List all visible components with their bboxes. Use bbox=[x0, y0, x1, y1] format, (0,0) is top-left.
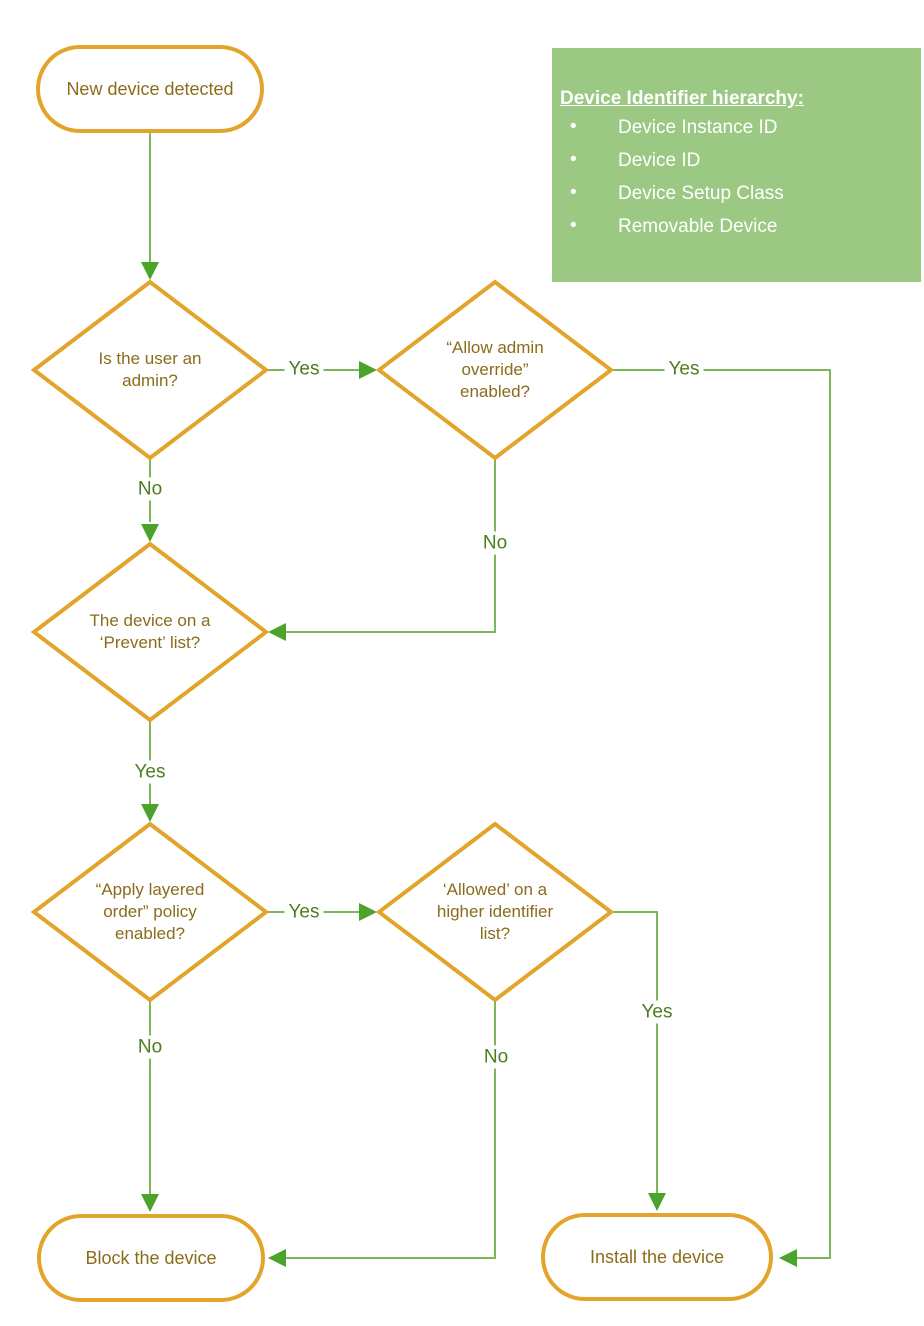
decision-layered-shape bbox=[30, 821, 270, 1003]
decision-admin-label: Is the user an admin? bbox=[98, 348, 202, 390]
info-box-item: Device Instance ID bbox=[560, 117, 911, 138]
edge-label-layered-no: No bbox=[133, 1035, 167, 1059]
connector-override-no-to-prevent bbox=[286, 458, 496, 633]
arrowhead-into-higher bbox=[359, 903, 377, 921]
edge-label-admin-yes: Yes bbox=[284, 357, 324, 381]
decision-higher-label: ‘Allowed’ on a higher identifier list? bbox=[436, 879, 554, 944]
arrowhead-into-block-top bbox=[141, 1194, 159, 1212]
decision-prevent-shape bbox=[30, 541, 270, 723]
info-box-item: Device ID bbox=[560, 150, 911, 171]
start-node-label: New device detected bbox=[66, 78, 234, 99]
arrowhead-into-block-right bbox=[268, 1249, 286, 1267]
decision-prevent-label: The device on a ‘Prevent’ list? bbox=[89, 610, 211, 652]
edge-label-higher-yes: Yes bbox=[637, 1000, 677, 1024]
decision-admin-shape bbox=[30, 279, 270, 461]
decision-override-label: “Allow admin override” enabled? bbox=[446, 337, 544, 402]
info-box-list: Device Instance ID Device ID Device Setu… bbox=[560, 117, 911, 237]
edge-label-override-yes: Yes bbox=[664, 357, 704, 381]
edge-label-layered-yes: Yes bbox=[284, 900, 324, 924]
start-node: New device detected bbox=[36, 45, 264, 133]
decision-override-shape bbox=[375, 279, 615, 461]
connector-override-yes-to-install bbox=[611, 369, 831, 1259]
arrowhead-into-override bbox=[359, 361, 377, 379]
info-box-item: Device Setup Class bbox=[560, 183, 911, 204]
edge-label-higher-no: No bbox=[479, 1045, 513, 1069]
arrowhead-into-layered bbox=[141, 804, 159, 822]
edge-label-override-no: No bbox=[478, 531, 512, 555]
info-box-item: Removable Device bbox=[560, 216, 911, 237]
device-identifier-hierarchy-box: Device Identifier hierarchy: Device Inst… bbox=[552, 48, 921, 282]
arrowhead-into-prevent-right bbox=[268, 623, 286, 641]
install-device-label: Install the device bbox=[589, 1246, 725, 1267]
decision-higher-shape bbox=[375, 821, 615, 1003]
arrowhead-into-admin bbox=[141, 262, 159, 280]
arrowhead-into-install-right bbox=[779, 1249, 797, 1267]
arrowhead-into-prevent-top bbox=[141, 524, 159, 542]
info-box-title: Device Identifier hierarchy: bbox=[560, 88, 804, 109]
block-device-node: Block the device bbox=[37, 1214, 265, 1302]
connector-higher-yes-to-install bbox=[611, 911, 658, 1193]
decision-layered-label: “Apply layered order” policy enabled? bbox=[95, 879, 205, 944]
connector-higher-no-to-block bbox=[286, 1000, 496, 1259]
edge-label-prevent-yes: Yes bbox=[130, 760, 170, 784]
block-device-label: Block the device bbox=[85, 1247, 217, 1268]
install-device-node: Install the device bbox=[541, 1213, 773, 1301]
arrowhead-into-install-top bbox=[648, 1193, 666, 1211]
edge-label-admin-no: No bbox=[133, 477, 167, 501]
